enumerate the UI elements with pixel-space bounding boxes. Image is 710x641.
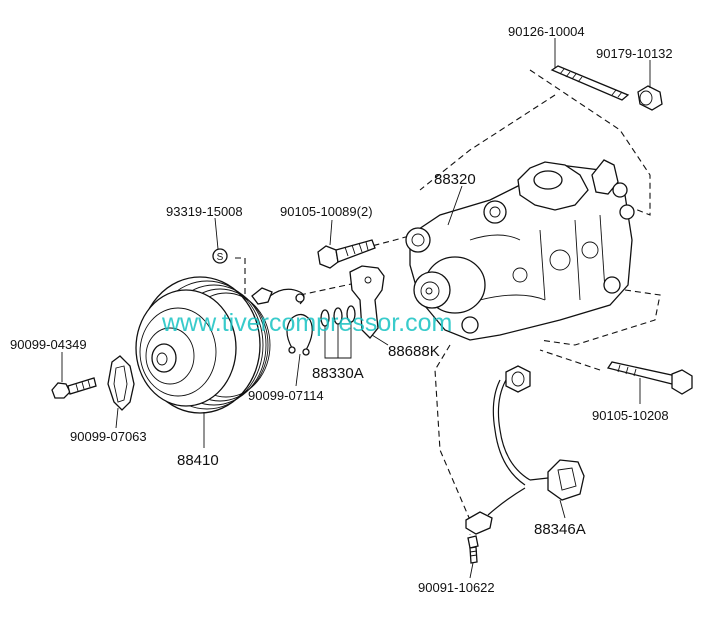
long-bolt-part <box>550 65 630 101</box>
label-nut-top: 90179-10132 <box>596 46 673 61</box>
clutch-pulley-part <box>135 276 271 414</box>
wire-harness-part <box>465 365 585 535</box>
cap-nut-part <box>637 85 663 111</box>
label-clutch-pulley: 88410 <box>177 452 219 469</box>
right-bolt-part <box>606 361 693 395</box>
gasket-part <box>107 355 135 411</box>
bottom-screw-part <box>467 535 479 564</box>
watermark-text: www.tivercompressor.com <box>161 309 452 337</box>
label-bottom-screw: 90091-10622 <box>418 580 495 595</box>
part-labels: 90126-10004 90179-10132 88320 93319-1500… <box>10 24 673 595</box>
label-right-bolt: 90105-10208 <box>592 408 669 423</box>
s-screw-marker: S <box>212 248 228 264</box>
label-shims: 88330A <box>312 365 364 382</box>
label-gasket: 90099-07063 <box>70 429 147 444</box>
label-compressor: 88320 <box>434 171 476 188</box>
label-screw-s: 93319-15008 <box>166 204 243 219</box>
bracket-bolt-part <box>317 239 376 269</box>
compressor-body-part <box>405 159 635 341</box>
label-bracket-bolt: 90105-10089(2) <box>280 204 373 219</box>
shim-set-part <box>320 305 356 359</box>
label-wire-harness: 88346A <box>534 521 586 538</box>
clutch-lead-wire <box>251 287 305 305</box>
bracket-part <box>349 265 385 339</box>
snap-ring-part <box>286 313 313 356</box>
label-bolt-top-long: 90126-10004 <box>508 24 585 39</box>
label-left-bolt: 90099-04349 <box>10 337 87 352</box>
screw-marker-letter: S <box>217 252 224 263</box>
left-bolt-part <box>51 377 97 399</box>
label-bracket: 88688K <box>388 343 440 360</box>
label-snap-ring: 90099-07114 <box>248 388 324 403</box>
